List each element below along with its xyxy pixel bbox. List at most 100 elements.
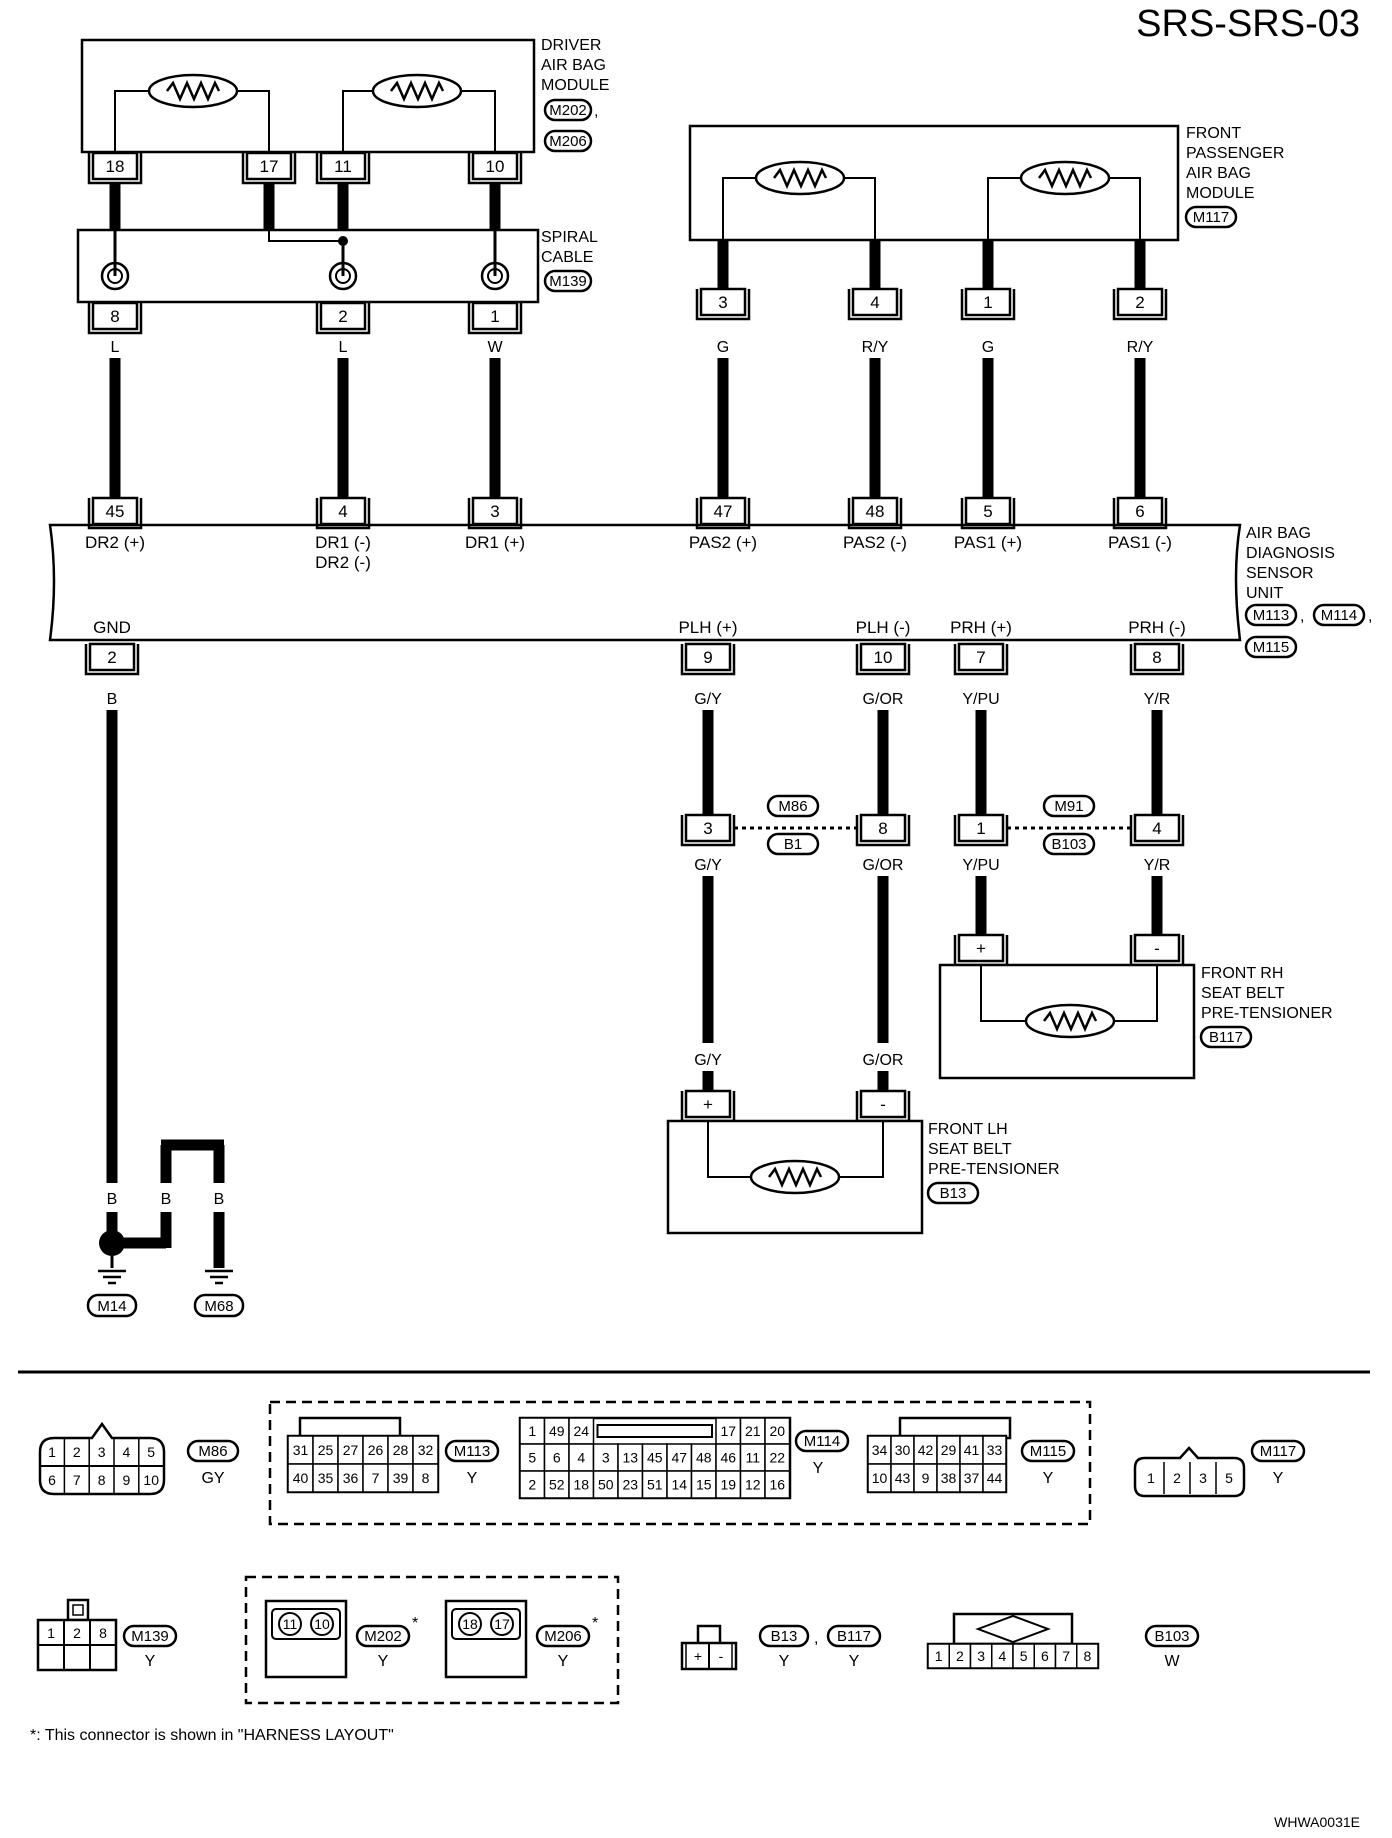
diagram-title: SRS-SRS-03: [1136, 3, 1360, 45]
m114-pin-label: 14: [671, 1477, 687, 1493]
passenger-module-label-3: AIR BAG: [1186, 165, 1251, 182]
wire-color-ry-1: R/Y: [862, 339, 889, 356]
passenger-module-label-4: MODULE: [1186, 185, 1254, 202]
connector-group-sensor-unit: [268, 1400, 1092, 1526]
m114-pin-label: 47: [671, 1450, 687, 1466]
svg-text:7: 7: [976, 648, 985, 667]
driver-pin-18: 18: [87, 151, 143, 185]
connector-ref-b13: [926, 1181, 980, 1205]
m113-pin-label: 39: [393, 1470, 409, 1486]
sensor-unit-label-4: UNIT: [1246, 585, 1284, 602]
m86-pin-label: 9: [123, 1472, 131, 1488]
svg-text:,: ,: [814, 1630, 818, 1647]
m115-pin-label: 44: [987, 1470, 1003, 1486]
m115-pin-label: 33: [987, 1442, 1003, 1458]
m114-pin-label: 12: [745, 1477, 761, 1493]
m114-cell: [592, 1470, 619, 1499]
connector-group-driver-module: [244, 1575, 620, 1705]
rh-pretensioner-label-3: PRE-TENSIONER: [1201, 1005, 1333, 1022]
unit-pin-47: 47: [695, 496, 751, 530]
svg-text:Y: Y: [813, 1460, 824, 1477]
passenger-module-label-2: PASSENGER: [1186, 145, 1284, 162]
driver-module-label-3: MODULE: [541, 77, 609, 94]
svg-text:8: 8: [878, 819, 887, 838]
lh-pretensioner-plus-pin: +: [680, 1089, 736, 1123]
rh-pretensioner-resistor-icon: [1024, 1003, 1116, 1039]
spiral-cable-label-2: CABLE: [541, 249, 593, 266]
svg-text:1: 1: [490, 307, 499, 326]
m114-pin-label: 17: [720, 1423, 736, 1439]
connector-ref-m113: [1244, 603, 1298, 627]
m114-pin-label: 51: [647, 1477, 663, 1493]
joint-m86-pin-3: 3: [680, 813, 736, 847]
m114-cell: [764, 1470, 791, 1499]
m115-pin-label: 30: [895, 1442, 911, 1458]
svg-text:B103: B103: [1051, 836, 1086, 853]
svg-text:Y: Y: [145, 1653, 156, 1670]
passenger-pin-3: 3: [695, 287, 751, 321]
m113-pin-label: 31: [293, 1442, 309, 1458]
svg-text:5: 5: [983, 502, 992, 521]
svg-text:M206: M206: [544, 1628, 582, 1645]
m114-pin-label: 46: [720, 1450, 736, 1466]
m114-pin-label: 22: [769, 1450, 785, 1466]
m86-pin-label: 1: [48, 1444, 56, 1460]
m117-pin-label: 1: [1147, 1470, 1155, 1486]
svg-text:Y: Y: [1273, 1470, 1284, 1487]
joint-m91-pin-1: 1: [953, 813, 1009, 847]
m115-pin-label: 37: [964, 1470, 980, 1486]
svg-text:M114: M114: [1321, 607, 1357, 624]
svg-text:4: 4: [338, 502, 347, 521]
m86-pin-label: 6: [48, 1472, 56, 1488]
unit-pin-8: 8: [1129, 642, 1185, 676]
svg-text:M139: M139: [131, 1628, 169, 1645]
wire-color-g-1: G: [717, 339, 729, 356]
b103-pin-label: 4: [998, 1648, 1006, 1664]
m114-cell: [543, 1470, 570, 1499]
m113-pin-label: 7: [372, 1470, 380, 1486]
b103-pin-label: 5: [1020, 1648, 1028, 1664]
m114-pin-label: 24: [573, 1423, 589, 1439]
m113-cell: [287, 1463, 314, 1493]
wire-color-l-2: L: [339, 339, 348, 356]
m114-cell: [641, 1443, 668, 1472]
m114-cell: [690, 1470, 717, 1499]
m114-pin-label: 20: [769, 1423, 785, 1439]
svg-text:B117: B117: [1209, 1029, 1243, 1046]
wire-color-gy-3: G/Y: [694, 1052, 722, 1069]
spiral-pin-1: 1: [467, 301, 523, 335]
terminal-plh-plus: PLH (+): [678, 618, 737, 637]
wire-color-yr-1: Y/R: [1144, 691, 1171, 708]
svg-text:8: 8: [99, 1625, 107, 1641]
m114-cell: [543, 1417, 570, 1445]
passenger-pin-1: 1: [960, 287, 1016, 321]
m114-cell: [519, 1470, 546, 1499]
m113-cell: [337, 1463, 364, 1493]
svg-text:*: *: [592, 1615, 598, 1632]
svg-text:45: 45: [106, 502, 125, 521]
m113-cell: [287, 1435, 314, 1465]
unit-pin-gnd-2: 2: [84, 642, 140, 676]
m113-pin-label: 28: [393, 1442, 409, 1458]
ground-ref-m68: [193, 1293, 245, 1318]
svg-text:B1: B1: [784, 836, 802, 853]
svg-text:-: -: [719, 1648, 724, 1664]
wire-color-gy-1: G/Y: [694, 691, 722, 708]
terminal-prh-plus: PRH (+): [950, 618, 1012, 637]
wire-color-b-g3: B: [214, 1191, 225, 1208]
m114-cell: [641, 1470, 668, 1499]
unit-pin-9: 9: [680, 642, 736, 676]
m114-pin-label: 48: [696, 1450, 712, 1466]
driver-pin-11: 11: [315, 151, 371, 185]
passenger-module-label-1: FRONT: [1186, 125, 1241, 142]
svg-text:-: -: [880, 1095, 886, 1114]
m113-pin-label: 35: [318, 1470, 334, 1486]
svg-text:M139: M139: [549, 273, 587, 290]
svg-text:9: 9: [703, 648, 712, 667]
sensor-unit-label-1: AIR BAG: [1246, 525, 1311, 542]
svg-text:,: ,: [1300, 608, 1304, 625]
driver-squib-1-resistor-icon: [371, 73, 463, 109]
